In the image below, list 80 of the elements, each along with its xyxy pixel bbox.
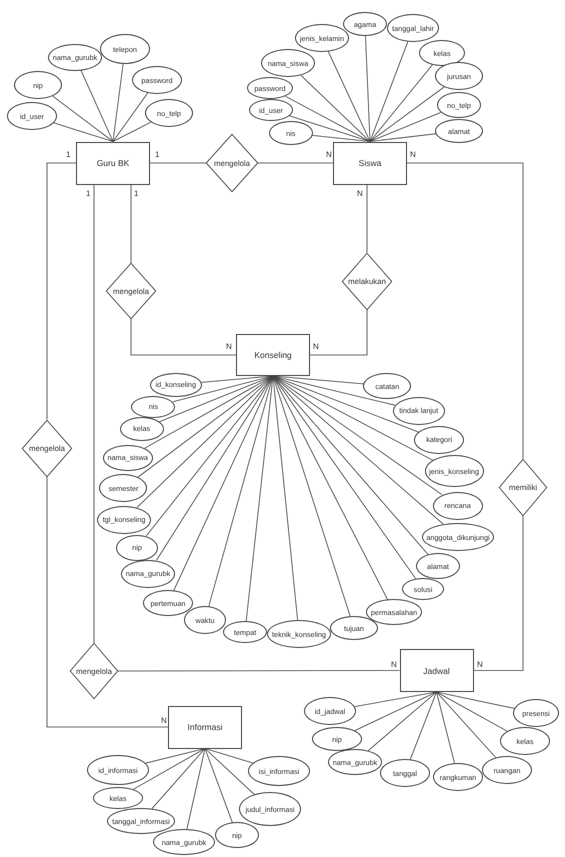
attribute-line [144,376,274,449]
attribute-line [173,376,274,591]
relationship-line [46,476,168,728]
entity-box: Siswa [333,142,407,184]
attribute-line [112,92,148,142]
attribute-line [300,74,370,142]
attribute-line [370,41,408,142]
entity-box: Guru BK [76,142,150,184]
relationship-line [130,318,236,356]
entity-box: Konseling [236,334,310,376]
relationship-line [258,162,334,164]
attribute-line [272,376,444,525]
attribute-line [204,748,255,795]
attribute-line [354,692,437,731]
attribute-line [436,692,508,732]
attribute-line [365,36,370,142]
attribute-line [156,376,274,561]
attribute-line [312,135,370,142]
cardinality-label: 1 [86,190,90,198]
attribute-line [410,692,437,760]
entity-box: Informasi [168,706,242,748]
attribute-line [284,96,370,142]
attribute-line [272,376,351,617]
attribute-line [370,64,433,142]
cardinality-label: N [410,151,416,159]
relationship-line [310,309,368,356]
attribute-line [272,376,428,555]
entity-box: Jadwal [400,649,474,692]
cardinality-label: 1 [66,151,70,159]
attribute-line [146,376,274,536]
attribute-line [370,112,442,142]
attribute-line [436,692,455,764]
attribute-line [272,376,416,580]
relationship-line [473,515,524,671]
attribute-line [272,376,396,406]
attribute-line [136,376,274,508]
cardinality-label: N [226,343,232,351]
attribute-line [370,86,444,142]
relationship-line [366,184,368,253]
attribute-line [272,376,388,600]
cardinality-label: 1 [155,151,160,159]
attribute-line [272,376,298,620]
relationship-line [46,162,76,420]
attribute-line [272,376,442,496]
attribute-line [368,692,437,752]
attribute-line [204,748,233,823]
attribute-line [186,748,206,830]
attribute-line [52,96,114,142]
attribute-line [208,376,274,607]
cardinality-label: N [391,661,397,669]
attribute-line [354,692,437,707]
attribute-line [204,748,254,764]
attribute-line [436,692,515,709]
attribute-line [272,376,434,461]
attribute-line [289,116,370,142]
attribute-line [112,122,152,142]
cardinality-label: N [326,151,332,159]
attribute-line [138,376,274,478]
attribute-line [152,748,206,810]
cardinality-label: N [313,343,319,351]
attribute-line [80,70,114,142]
relationship-line [130,184,132,264]
attribute-line [53,122,114,142]
relationship-line [118,670,400,672]
attribute-line [112,64,124,142]
attribute-line [172,376,274,402]
cardinality-label: 1 [134,190,138,198]
relationship-line [150,162,206,164]
cardinality-label: N [161,717,167,725]
attribute-line [159,376,274,422]
cardinality-label: N [357,190,363,198]
attribute-line [436,692,496,758]
attribute-line [246,376,274,622]
cardinality-label: N [477,661,483,669]
attribute-line [370,133,436,142]
attribute-line [328,51,370,142]
attribute-line [132,748,206,790]
relationship-line [406,162,524,459]
attribute-line [272,376,419,432]
attribute-line [145,748,206,764]
